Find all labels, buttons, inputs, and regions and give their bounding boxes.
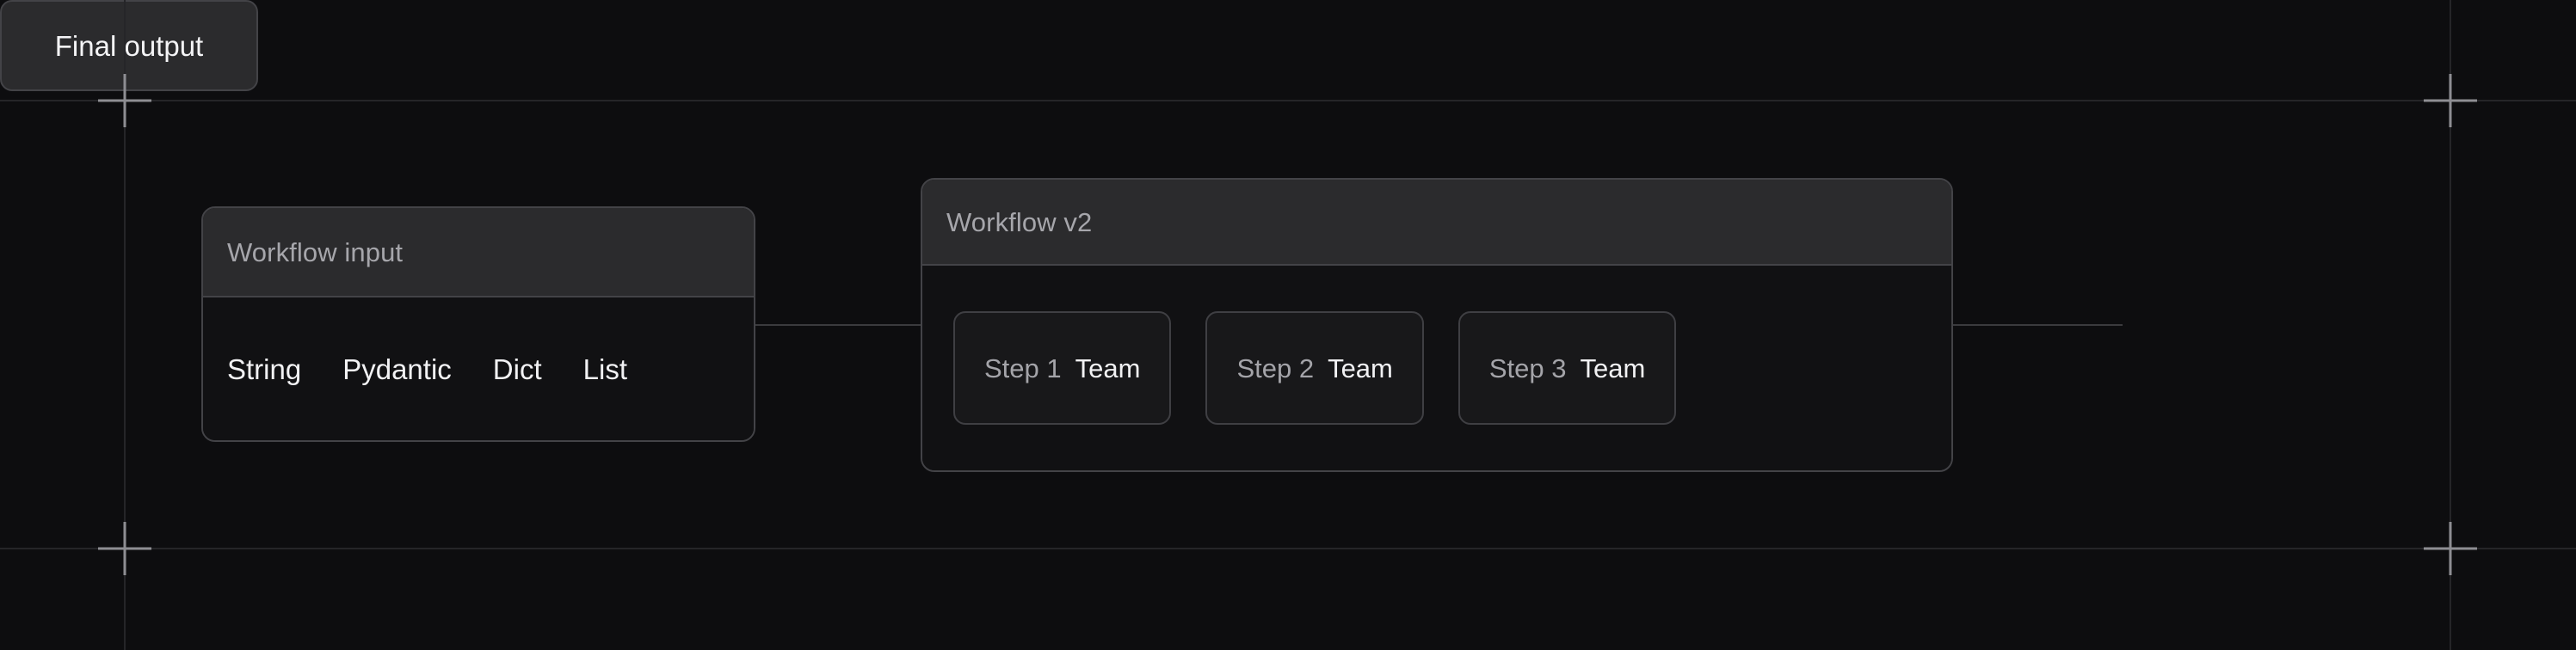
type-token-pydantic[interactable]: Pydantic	[342, 353, 452, 385]
grid-line-horizontal-bottom	[0, 548, 2576, 549]
edge-workflow-to-output	[1951, 324, 2123, 326]
step-chip-3[interactable]: Step 3 Team	[1457, 311, 1677, 425]
step-3-label: Step 3	[1488, 353, 1567, 383]
edge-input-to-workflow	[754, 324, 922, 326]
step-2-label: Step 2	[1236, 353, 1315, 383]
step-3-value: Team	[1580, 353, 1646, 383]
workflow-v2-steps-row: Step 1 Team Step 2 Team Step 3 Team	[953, 311, 1677, 425]
crosshair-bottom-left	[98, 522, 151, 575]
workflow-input-header: Workflow input	[203, 208, 754, 297]
step-1-label: Step 1	[984, 353, 1062, 383]
grid-line-vertical-left	[124, 0, 126, 650]
type-token-list[interactable]: List	[582, 353, 627, 385]
crosshair-bottom-right	[2424, 522, 2477, 575]
step-1-value: Team	[1075, 353, 1141, 383]
workflow-v2-title: Workflow v2	[946, 206, 1093, 237]
type-token-string[interactable]: String	[227, 353, 302, 385]
crosshair-top-right	[2424, 74, 2477, 127]
grid-line-vertical-right	[2450, 0, 2451, 650]
workflow-input-type-list: String Pydantic Dict List	[227, 355, 627, 383]
grid-line-horizontal-top	[0, 100, 2576, 101]
node-workflow-input[interactable]: Workflow input String Pydantic Dict List	[201, 206, 755, 442]
workflow-input-body: String Pydantic Dict List	[203, 297, 754, 440]
type-token-dict[interactable]: Dict	[492, 353, 542, 385]
step-2-value: Team	[1328, 353, 1393, 383]
step-chip-1[interactable]: Step 1 Team	[953, 311, 1172, 425]
workflow-v2-body: Step 1 Team Step 2 Team Step 3 Team	[922, 266, 1951, 470]
node-final-output[interactable]: Final output	[0, 0, 258, 91]
node-workflow-v2[interactable]: Workflow v2 Step 1 Team Step 2 Team Step…	[921, 178, 1953, 472]
workflow-v2-header: Workflow v2	[922, 180, 1951, 266]
workflow-input-title: Workflow input	[227, 236, 404, 267]
step-chip-2[interactable]: Step 2 Team	[1205, 311, 1424, 425]
final-output-label: Final output	[54, 29, 204, 62]
